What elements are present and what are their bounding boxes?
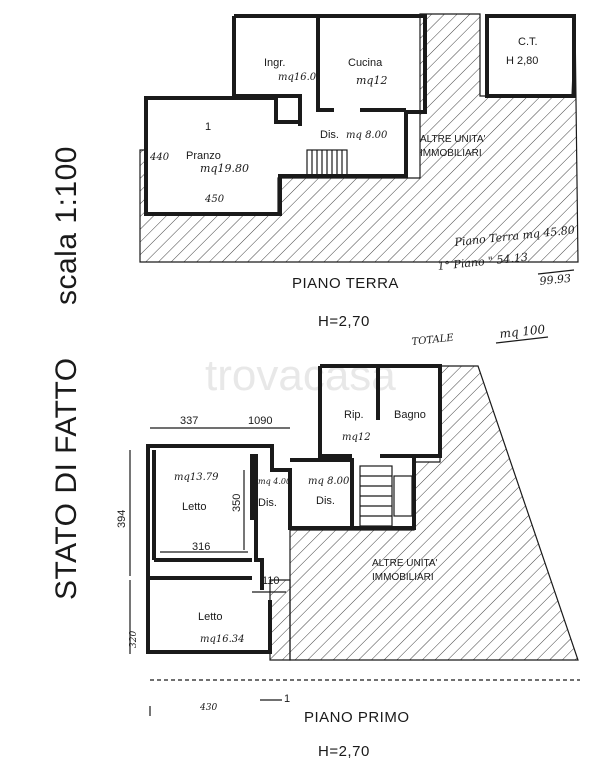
first-altre-line2: IMMOBILIARI	[372, 572, 434, 583]
first-dim-430: 430	[199, 703, 217, 713]
ground-wall-cucina	[316, 16, 406, 112]
ground-dis-label: Dis.	[320, 129, 339, 141]
ground-floor-height: H=2,70	[318, 313, 370, 330]
note-totale-value: mq 100	[499, 322, 546, 341]
side-title-main: STATO DI FATTO	[50, 357, 83, 600]
first-wall-letto1	[152, 450, 254, 562]
first-dim-350: 350	[231, 494, 243, 512]
ground-ingr-label: Ingr.	[264, 57, 285, 69]
ground-ct-label: C.T.	[518, 36, 538, 48]
first-floor-plan: 337 1090 394 350 316 110 320 430 1 Rip. …	[116, 364, 580, 760]
first-wall-outline	[146, 364, 442, 654]
first-dis-label: Dis.	[316, 495, 335, 507]
ground-stairs	[306, 149, 348, 177]
note-line3: 99.93	[539, 272, 572, 288]
first-letto1-label: Letto	[182, 501, 206, 513]
first-letto2-area: mq16.34	[200, 634, 245, 645]
first-wall-rip	[318, 366, 414, 458]
ground-ingr-area: mq16.0	[278, 72, 317, 83]
first-dis-small-area: mq 4.00	[258, 477, 291, 486]
first-bagno-label: Bagno	[394, 409, 426, 421]
first-floor-height: H=2,70	[318, 743, 370, 760]
ground-pranzo-dim-w: 450	[204, 194, 225, 205]
first-letto1-area: mq13.79	[174, 472, 219, 483]
first-dis-area: mq 8.00	[308, 476, 350, 487]
ground-cucina-label: Cucina	[348, 57, 383, 69]
ground-altre-line2: IMMOBILIARI	[420, 148, 482, 159]
ground-mark-1: 1	[205, 121, 211, 133]
first-dim-320: 320	[129, 631, 139, 648]
first-rip-area: mq12	[342, 432, 371, 443]
first-wall-dis	[290, 458, 354, 528]
first-dim-337: 337	[180, 415, 198, 427]
note-totale-label: TOTALE	[411, 333, 455, 348]
first-stairs	[359, 465, 413, 527]
ground-dis-area: mq 8.00	[346, 130, 388, 141]
ground-floor-title: PIANO TERRA	[292, 275, 399, 292]
first-letto2-label: Letto	[198, 611, 222, 623]
first-hatched-other-units	[289, 365, 579, 661]
first-dis-small-label: Dis.	[258, 497, 277, 509]
ground-wall-ingr	[232, 16, 302, 126]
ground-pranzo-dim-h: 440	[149, 152, 170, 163]
first-rip-label: Rip.	[344, 409, 364, 421]
ground-floor-plan: Ingr. mq16.0 Cucina mq12 C.T. H 2,80 1 P…	[139, 13, 579, 330]
ground-ct-room	[485, 14, 576, 98]
first-altre-line1: ALTRE UNITA'	[372, 558, 438, 569]
ground-pranzo-label: Pranzo	[186, 150, 221, 162]
ground-wall-outline	[144, 14, 427, 216]
first-dim-394: 394	[116, 510, 128, 528]
first-mark-1: 1	[284, 693, 290, 705]
ground-cucina-area: mq12	[356, 74, 387, 87]
side-title-scale: scala 1:100	[50, 146, 83, 305]
first-dim-1090: 1090	[248, 415, 272, 427]
first-floor-title: PIANO PRIMO	[304, 709, 410, 726]
first-wall-dis-small	[150, 454, 264, 590]
ground-pranzo-area: mq19.80	[200, 162, 249, 175]
watermark: trovacasa	[205, 351, 396, 400]
first-dim-316: 316	[192, 541, 210, 553]
ground-ct-height: H 2,80	[506, 55, 538, 67]
first-dim-110: 110	[262, 575, 280, 587]
ground-altre-line1: ALTRE UNITA'	[420, 134, 486, 145]
